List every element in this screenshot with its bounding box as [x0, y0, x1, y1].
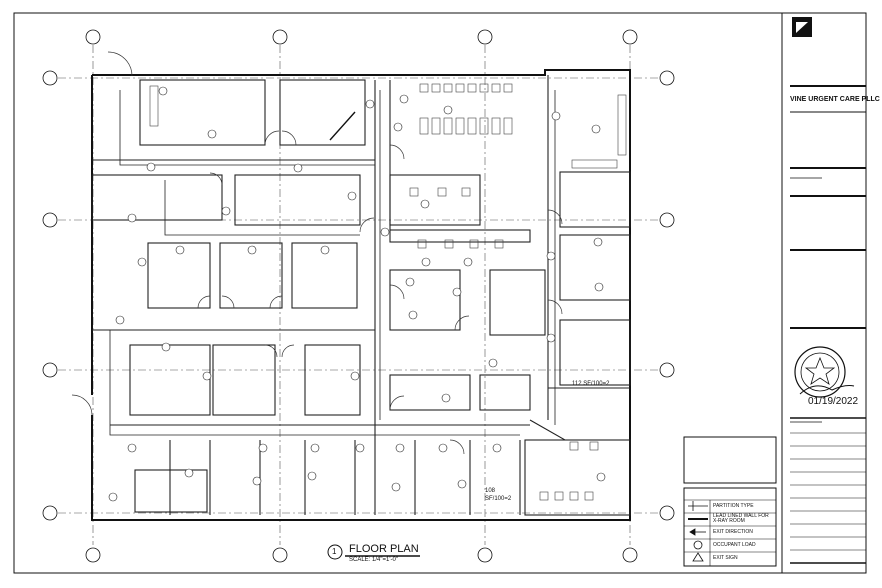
company-name: VINE URGENT CARE PLLC [790, 96, 880, 103]
drawing-scale: SCALE: 1/4"=1'-0" [349, 557, 398, 563]
legend-box [683, 487, 777, 567]
legend-dividers [684, 499, 776, 566]
drawing-title: FLOOR PLAN [349, 543, 419, 555]
door-swings [71, 51, 563, 455]
legend-symbols [688, 501, 708, 562]
room-area-label-2a: 108 [485, 488, 496, 494]
legend-item-exit-sign: EXIT SIGN [713, 555, 738, 561]
lead-wall-symbol [329, 111, 356, 141]
legend-item-occupant-load: OCCUPANT LOAD [713, 542, 756, 548]
drawing-view-number: 1 [332, 547, 337, 556]
title-block-rules [790, 85, 866, 564]
legend-item-lead-wall: LEAD LINED WALL FOR X-RAY ROOM [713, 513, 769, 524]
exterior-walls [91, 69, 631, 521]
waiting-seats [149, 83, 627, 501]
legend-item-exit-direction: EXIT DIRECTION [713, 529, 753, 535]
notes-box [683, 436, 777, 484]
sheet-border [13, 12, 867, 574]
seal-date: 01/19/2022 [808, 396, 859, 407]
occupant-load-markers [108, 86, 606, 502]
room-area-label-1: 112 SF/100=2 [572, 381, 610, 387]
logo-icon [792, 17, 812, 37]
legend-item-partition: PARTITION TYPE [713, 503, 754, 509]
exit-paths [109, 90, 556, 436]
grid-bubbles [42, 29, 675, 563]
interior-walls [91, 75, 631, 516]
drawing-title-symbol [327, 544, 420, 560]
architect-seal [794, 346, 855, 398]
room-area-label-2b: SF/100=2 [485, 496, 512, 502]
